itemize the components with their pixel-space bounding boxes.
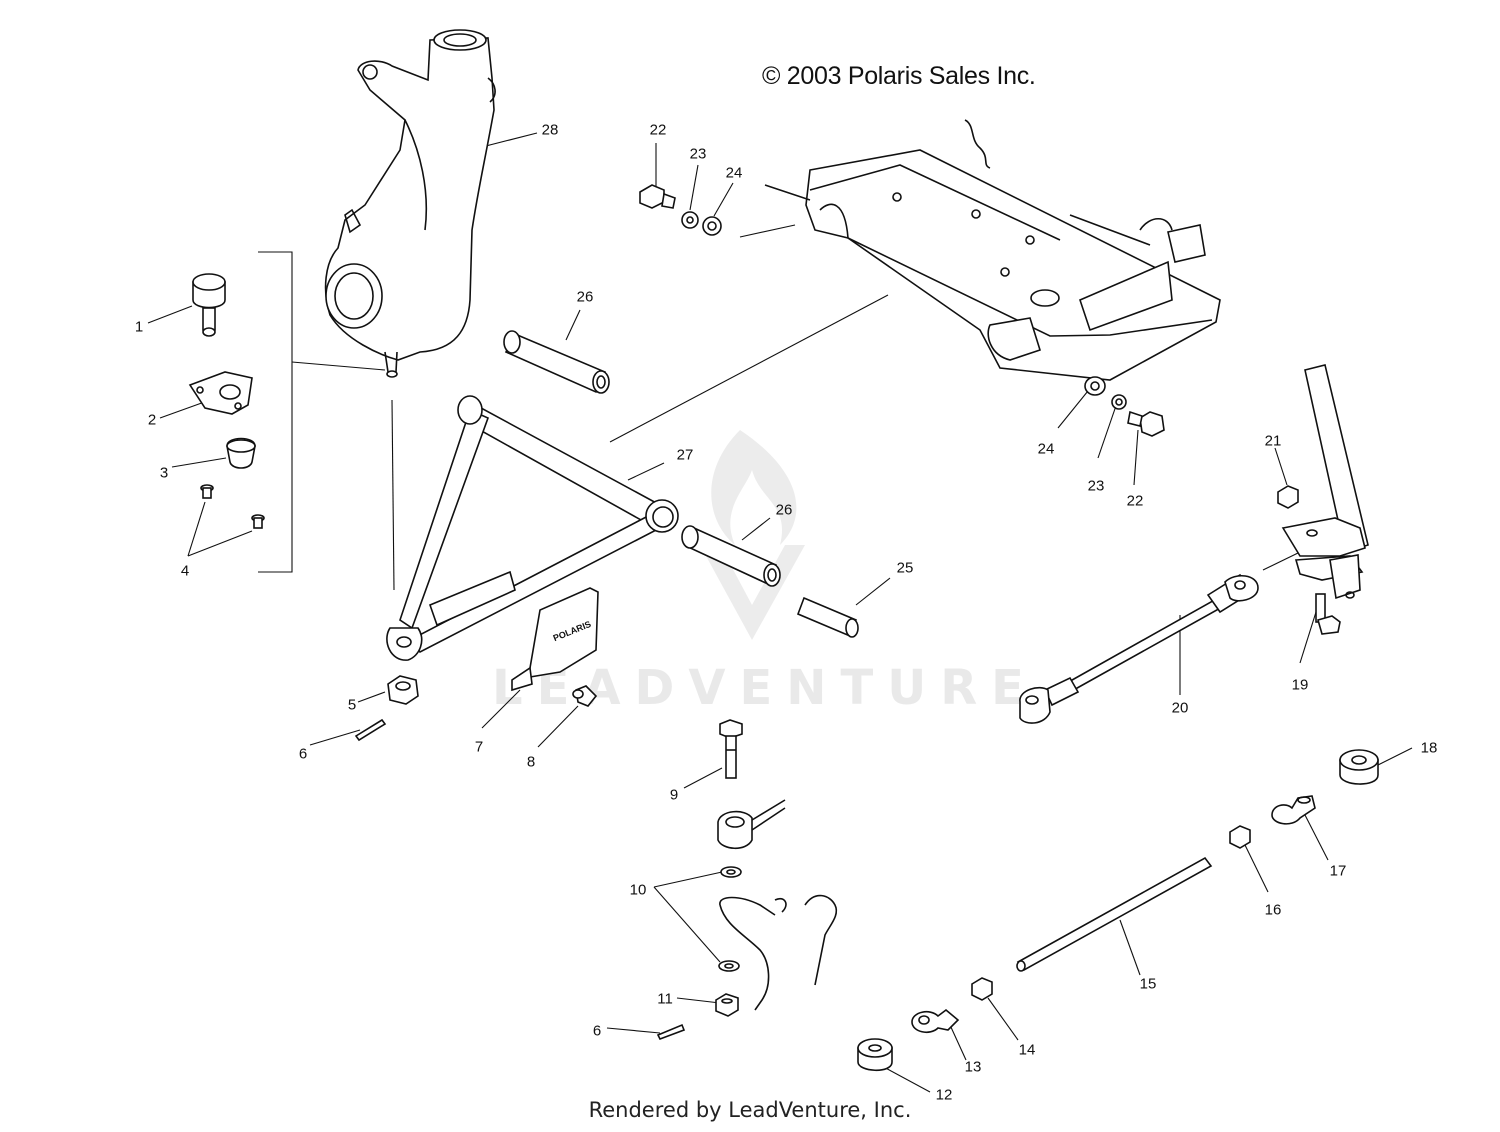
callout-24a: 24 [725, 164, 743, 182]
tie-rod-part-20 [1019, 573, 1259, 724]
callout-6a: 6 [298, 745, 308, 763]
lock-nut-part-21 [1277, 485, 1299, 509]
bolt-part-9 [719, 719, 743, 779]
callout-22a: 22 [649, 121, 667, 139]
callout-18: 18 [1420, 739, 1438, 757]
bolt-part-8 [572, 685, 598, 707]
frame-section [764, 119, 1221, 381]
steering-post [1281, 364, 1369, 600]
washer-part-10a [720, 866, 742, 878]
callout-25: 25 [896, 559, 914, 577]
bolt-part-22b [1127, 410, 1165, 437]
rod-end-part-18 [1339, 749, 1379, 785]
lock-washer-part-23b [1111, 394, 1127, 410]
bolt-part-22a [639, 184, 676, 209]
bolt-part-19 [1315, 593, 1341, 635]
callout-19: 19 [1291, 676, 1309, 694]
tie-rod-part-15 [1016, 856, 1213, 972]
rod-end-part-12 [857, 1038, 893, 1072]
callout-23b: 23 [1087, 477, 1105, 495]
flame-logo-icon [700, 430, 805, 640]
callout-8: 8 [526, 753, 536, 771]
retainer-plate-part-2 [188, 371, 253, 415]
callout-4: 4 [180, 562, 190, 580]
guard-part-7: POLARIS [511, 587, 599, 692]
callout-21: 21 [1264, 432, 1282, 450]
callout-23a: 23 [689, 145, 707, 163]
a-arm-part-27 [386, 395, 679, 661]
nut-part-16 [1229, 825, 1251, 849]
callout-24b: 24 [1037, 440, 1055, 458]
washer-part-24a [702, 216, 722, 236]
cotter-pin-part-6a [354, 718, 387, 742]
nut-part-11 [715, 993, 739, 1017]
callout-22b: 22 [1126, 492, 1144, 510]
callout-2: 2 [147, 411, 157, 429]
castle-nut-part-5 [387, 675, 419, 705]
ball-joint-end-part-13 [911, 1008, 960, 1034]
pivot-tube-part-26b [681, 525, 781, 587]
callout-26b: 26 [775, 501, 793, 519]
callout-27: 27 [676, 446, 694, 464]
callout-5: 5 [347, 696, 357, 714]
callout-15: 15 [1139, 975, 1157, 993]
callout-28: 28 [541, 121, 559, 139]
callout-20: 20 [1171, 699, 1189, 717]
steering-arm-fragment [719, 894, 838, 1011]
callout-7: 7 [474, 738, 484, 756]
screw-part-4a [200, 484, 214, 499]
steering-linkage-end [717, 799, 786, 850]
callout-11: 11 [657, 990, 673, 1008]
boot-part-3 [226, 437, 256, 469]
callout-1: 1 [134, 318, 144, 336]
sleeve-part-25 [796, 596, 859, 638]
washer-part-24b [1084, 376, 1106, 396]
rendered-by-footer: Rendered by LeadVenture, Inc. [588, 1098, 912, 1122]
copyright-text: © 2003 Polaris Sales Inc. [762, 62, 1036, 90]
callout-26a: 26 [576, 288, 594, 306]
pivot-tube-part-26a [503, 330, 610, 394]
cotter-pin-part-6b [656, 1023, 686, 1041]
ball-joint-end-part-17 [1271, 795, 1316, 825]
callout-3: 3 [159, 464, 169, 482]
callout-12: 12 [935, 1086, 953, 1104]
callout-9: 9 [669, 786, 679, 804]
callout-16: 16 [1264, 901, 1282, 919]
lock-washer-part-23a [681, 211, 699, 229]
callout-14: 14 [1018, 1041, 1036, 1059]
callout-17: 17 [1329, 862, 1347, 880]
screw-part-4b [251, 514, 265, 529]
callout-10: 10 [629, 881, 647, 899]
washer-part-10b [718, 960, 740, 972]
ball-joint-part-1 [192, 273, 226, 337]
nut-part-14 [971, 977, 993, 1001]
callout-6b: 6 [592, 1022, 602, 1040]
leader-lines [147, 132, 1413, 1093]
steering-knuckle-part-28 [324, 29, 496, 378]
callout-13: 13 [964, 1058, 982, 1076]
